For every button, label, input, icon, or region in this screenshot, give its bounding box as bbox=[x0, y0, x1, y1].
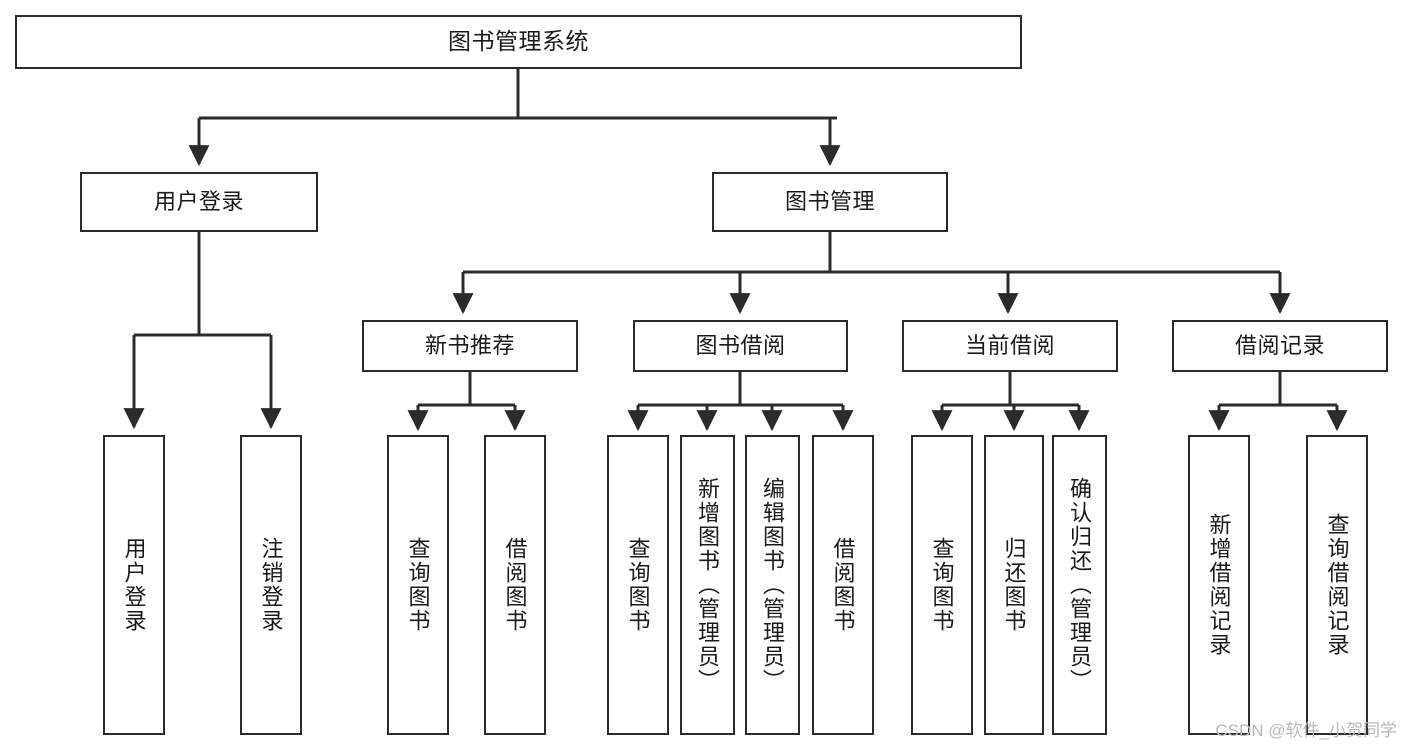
node-leaf-confirm-return[interactable]: 确认归还（管理员） bbox=[1052, 435, 1107, 735]
node-leaf-logout-label: 注销登录 bbox=[258, 537, 284, 633]
node-leaf-user-login[interactable]: 用户登录 bbox=[103, 435, 165, 735]
node-leaf-confirm-return-label: 确认归还（管理员） bbox=[1067, 477, 1093, 693]
node-root[interactable]: 图书管理系统 bbox=[15, 15, 1022, 69]
node-root-label: 图书管理系统 bbox=[448, 28, 589, 55]
node-current-borrow[interactable]: 当前借阅 bbox=[902, 320, 1118, 372]
node-book-borrow-label: 图书借阅 bbox=[695, 333, 786, 359]
node-leaf-return-book-label: 归还图书 bbox=[1001, 537, 1027, 633]
node-leaf-add-record-label: 新增借阅记录 bbox=[1206, 513, 1232, 657]
node-leaf-borrow-book-rec-label: 借阅图书 bbox=[502, 537, 528, 633]
node-leaf-query-book-c-label: 查询图书 bbox=[929, 537, 955, 633]
node-leaf-edit-book[interactable]: 编辑图书（管理员） bbox=[745, 435, 800, 735]
node-current-borrow-label: 当前借阅 bbox=[964, 333, 1055, 359]
node-leaf-query-book-c[interactable]: 查询图书 bbox=[911, 435, 973, 735]
node-leaf-query-book-b[interactable]: 查询图书 bbox=[607, 435, 669, 735]
node-user-login-label: 用户登录 bbox=[153, 189, 244, 215]
node-leaf-edit-book-label: 编辑图书（管理员） bbox=[760, 477, 786, 693]
node-borrow-record[interactable]: 借阅记录 bbox=[1172, 320, 1388, 372]
watermark: CSDN @软件_小贺同学 bbox=[1215, 721, 1397, 740]
node-leaf-borrow-book-b[interactable]: 借阅图书 bbox=[812, 435, 874, 735]
node-book-manage-label: 图书管理 bbox=[784, 189, 875, 215]
node-new-book-rec[interactable]: 新书推荐 bbox=[362, 320, 578, 372]
node-leaf-add-book[interactable]: 新增图书（管理员） bbox=[680, 435, 735, 735]
node-leaf-query-record[interactable]: 查询借阅记录 bbox=[1306, 435, 1368, 735]
node-leaf-logout[interactable]: 注销登录 bbox=[240, 435, 302, 735]
node-user-login[interactable]: 用户登录 bbox=[80, 172, 318, 232]
node-leaf-add-book-label: 新增图书（管理员） bbox=[695, 477, 721, 693]
node-leaf-borrow-book-b-label: 借阅图书 bbox=[830, 537, 856, 633]
node-new-book-rec-label: 新书推荐 bbox=[424, 333, 515, 359]
node-leaf-query-book-rec-label: 查询图书 bbox=[405, 537, 431, 633]
node-book-manage[interactable]: 图书管理 bbox=[712, 172, 948, 232]
node-leaf-add-record[interactable]: 新增借阅记录 bbox=[1188, 435, 1250, 735]
node-leaf-user-login-label: 用户登录 bbox=[121, 537, 147, 633]
node-leaf-query-book-b-label: 查询图书 bbox=[625, 537, 651, 633]
node-leaf-query-book-rec[interactable]: 查询图书 bbox=[387, 435, 449, 735]
node-leaf-query-record-label: 查询借阅记录 bbox=[1324, 513, 1350, 657]
node-book-borrow[interactable]: 图书借阅 bbox=[633, 320, 848, 372]
node-borrow-record-label: 借阅记录 bbox=[1234, 333, 1325, 359]
node-leaf-return-book[interactable]: 归还图书 bbox=[984, 435, 1044, 735]
node-leaf-borrow-book-rec[interactable]: 借阅图书 bbox=[484, 435, 546, 735]
